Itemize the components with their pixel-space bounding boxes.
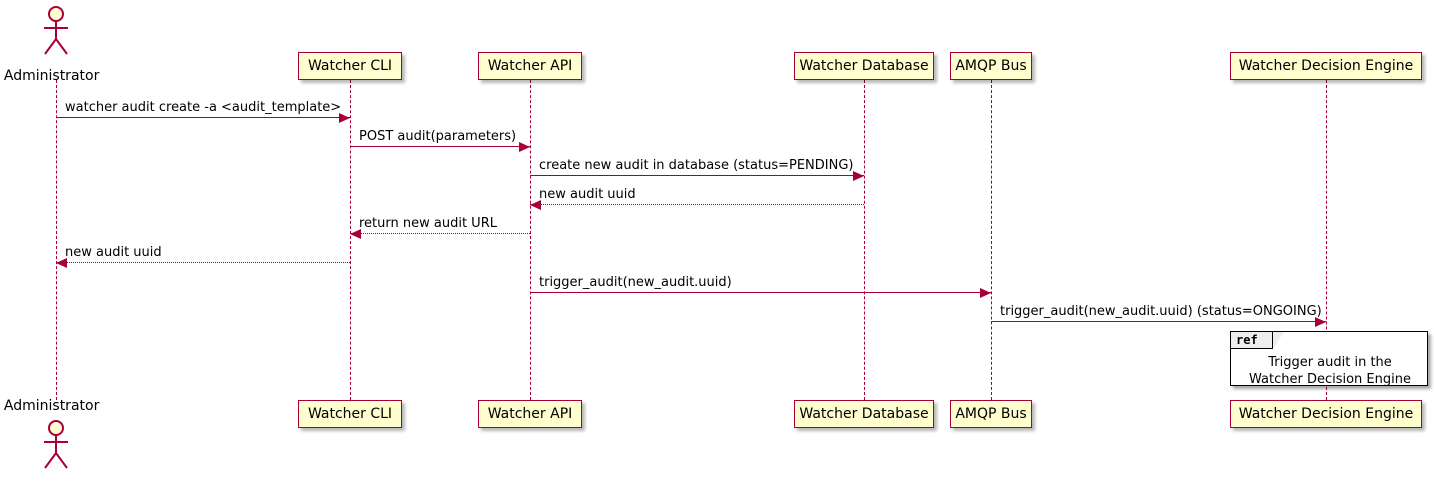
participant-top-watcher-api[interactable]: Watcher API xyxy=(478,52,582,80)
message-line-m7 xyxy=(530,292,991,293)
ref-fragment-line1: Trigger audit in the xyxy=(1268,355,1392,370)
lifeline-watcher-cli xyxy=(350,80,351,400)
message-arrowhead-m1 xyxy=(339,112,350,123)
participant-top-watcher-database[interactable]: Watcher Database xyxy=(793,52,935,80)
message-arrowhead-m8 xyxy=(1315,316,1326,327)
message-label-m2: POST audit(parameters) xyxy=(359,129,517,144)
actor-label-bottom-administrator: Administrator xyxy=(3,398,100,414)
message-arrowhead-m5 xyxy=(350,228,361,239)
participant-bottom-label-watcher-decision-engine: Watcher Decision Engine xyxy=(1238,406,1414,422)
participant-bottom-label-watcher-api: Watcher API xyxy=(487,406,573,422)
ref-fragment-line2: Watcher Decision Engine xyxy=(1249,372,1411,387)
message-label-m3: create new audit in database (status=PEN… xyxy=(539,158,854,173)
message-line-m1 xyxy=(56,117,350,118)
lifeline-administrator xyxy=(56,80,57,400)
message-line-m6 xyxy=(56,262,350,263)
participant-bottom-watcher-decision-engine[interactable]: Watcher Decision Engine xyxy=(1229,400,1423,428)
message-label-m5: return new audit URL xyxy=(359,216,497,231)
message-label-m6: new audit uuid xyxy=(65,245,162,260)
participant-bottom-watcher-cli[interactable]: Watcher CLI xyxy=(298,400,402,428)
participant-top-label-watcher-decision-engine: Watcher Decision Engine xyxy=(1238,58,1414,74)
message-line-m3 xyxy=(530,175,864,176)
message-arrowhead-m6 xyxy=(56,257,67,268)
message-line-m5 xyxy=(350,233,530,234)
participant-bottom-label-amqp-bus: AMQP Bus xyxy=(955,406,1027,422)
lifeline-watcher-database xyxy=(864,80,865,400)
message-arrowhead-m3 xyxy=(853,170,864,181)
participant-bottom-label-watcher-cli: Watcher CLI xyxy=(307,406,393,422)
participant-top-label-amqp-bus: AMQP Bus xyxy=(955,58,1027,74)
ref-fragment-tag: ref xyxy=(1231,332,1273,349)
actor-label-top-administrator: Administrator xyxy=(3,68,100,84)
message-line-m2 xyxy=(350,146,530,147)
lifeline-amqp-bus xyxy=(991,80,992,400)
message-label-m4: new audit uuid xyxy=(539,187,636,202)
message-label-m7: trigger_audit(new_audit.uuid) xyxy=(539,275,732,290)
lifeline-watcher-decision-engine xyxy=(1326,80,1327,400)
participant-top-amqp-bus[interactable]: AMQP Bus xyxy=(950,52,1032,80)
participant-top-label-watcher-database: Watcher Database xyxy=(799,58,929,74)
message-arrowhead-m2 xyxy=(519,141,530,152)
actor-figure-bottom-administrator xyxy=(32,418,80,470)
message-arrowhead-m7 xyxy=(980,287,991,298)
ref-fragment-tag-corner xyxy=(1273,332,1284,349)
message-label-m8: trigger_audit(new_audit.uuid) (status=ON… xyxy=(1000,304,1322,319)
message-line-m8 xyxy=(991,321,1326,322)
participant-top-watcher-cli[interactable]: Watcher CLI xyxy=(298,52,402,80)
participant-bottom-label-watcher-database: Watcher Database xyxy=(799,406,929,422)
actor-figure-top-administrator xyxy=(32,4,80,56)
participant-top-watcher-decision-engine[interactable]: Watcher Decision Engine xyxy=(1229,52,1423,80)
participant-bottom-watcher-database[interactable]: Watcher Database xyxy=(793,400,935,428)
participant-bottom-watcher-api[interactable]: Watcher API xyxy=(478,400,582,428)
message-label-m1: watcher audit create -a <audit_template> xyxy=(65,100,342,115)
participant-top-label-watcher-cli: Watcher CLI xyxy=(307,58,393,74)
message-arrowhead-m4 xyxy=(530,199,541,210)
message-line-m4 xyxy=(530,204,864,205)
lifeline-watcher-api xyxy=(530,80,531,400)
participant-top-label-watcher-api: Watcher API xyxy=(487,58,573,74)
participant-bottom-amqp-bus[interactable]: AMQP Bus xyxy=(950,400,1032,428)
